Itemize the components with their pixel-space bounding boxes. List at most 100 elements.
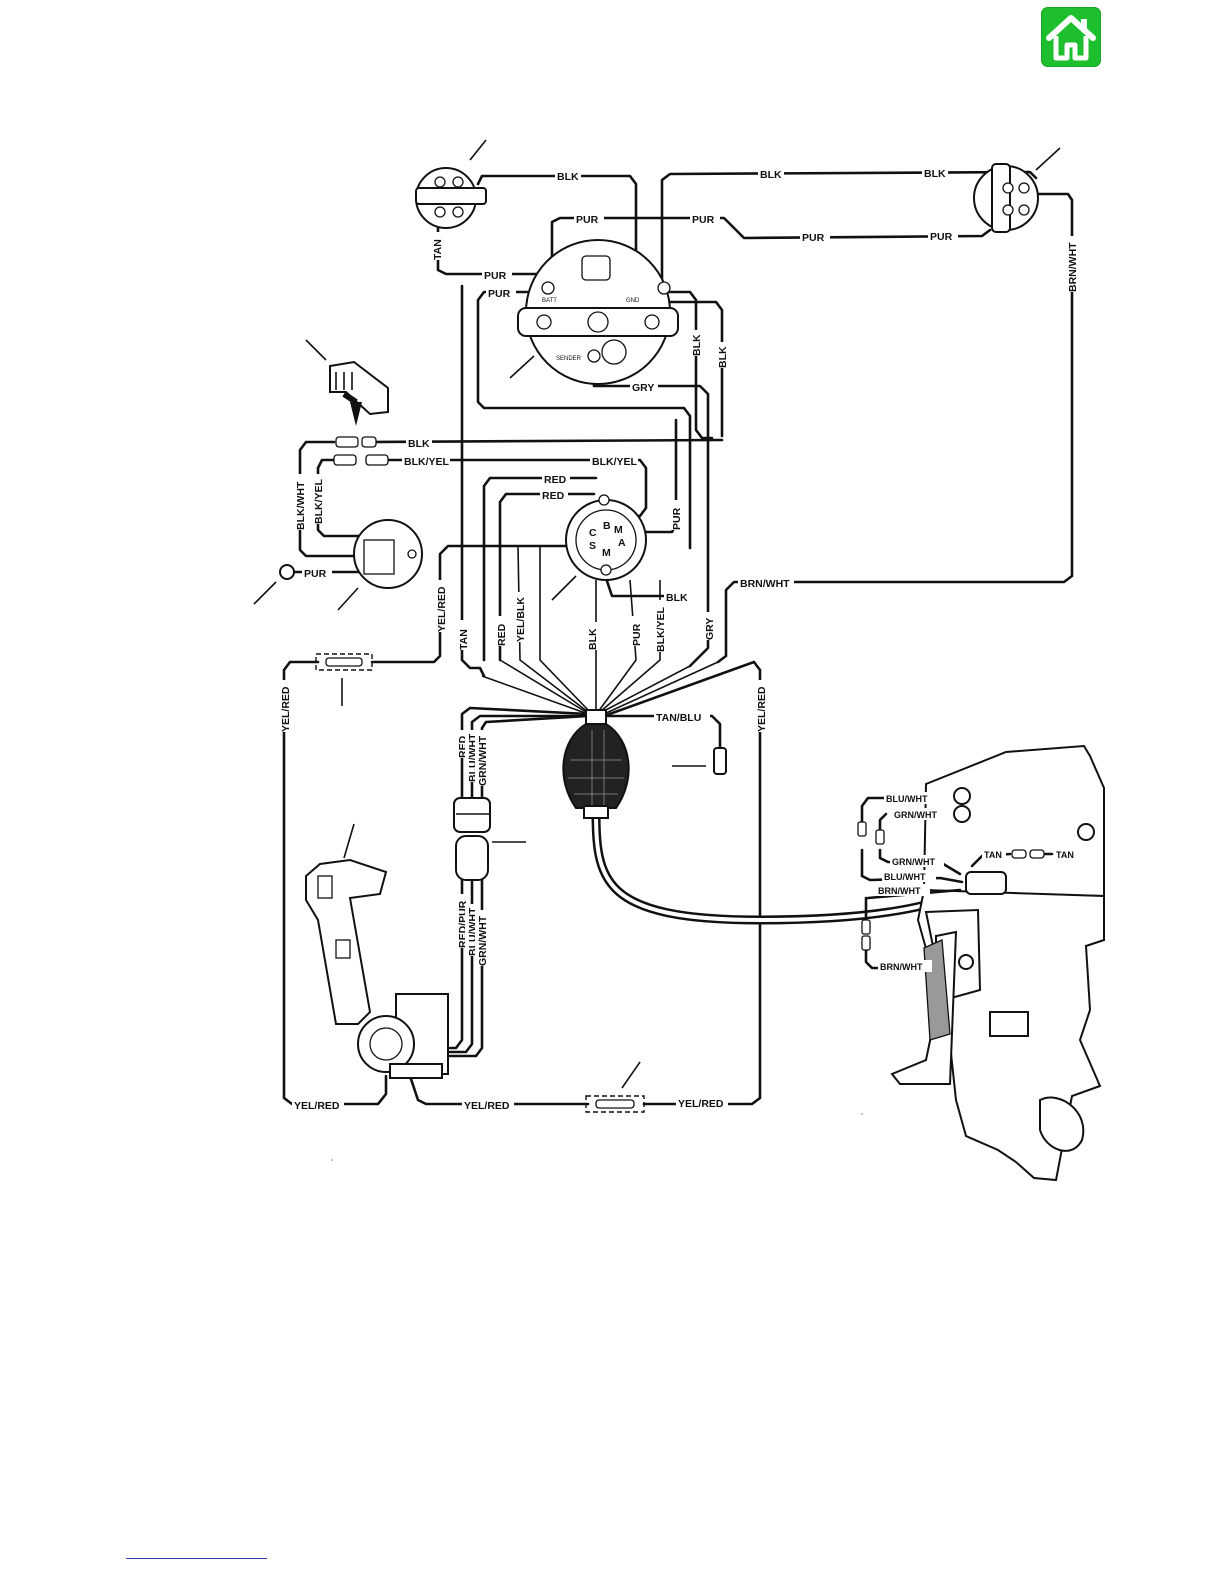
trim-connector [453, 797, 526, 881]
label-grn-wht-trim: GRN/WHT [477, 735, 489, 786]
fuel-gauge: BATT GND SENDER [509, 239, 679, 385]
switch-label-s: S [589, 540, 596, 552]
wire-trim-blu2 [448, 878, 474, 1054]
switch-label-c: C [589, 527, 597, 539]
label-gry-v: GRY [704, 618, 716, 640]
wire-tan-vertical [460, 284, 486, 678]
label-pur-horn: PUR [304, 568, 327, 580]
label-blk-switch: BLK [666, 592, 688, 604]
label-blu-wht-eng1: BLU/WHT [886, 794, 928, 804]
tachometer [415, 139, 487, 229]
tan-blu-connector [672, 747, 727, 775]
label-brn-wht-eng2: BRN/WHT [880, 962, 923, 972]
label-blk-yel-v: BLK/YEL [655, 606, 667, 652]
wire-labels: BLK BLK BLK PUR PUR PUR PUR PUR PUR TAN … [277, 166, 1080, 1112]
label-pur-v: PUR [631, 623, 643, 646]
warning-horn [253, 519, 423, 611]
label-yel-red-bottom2: YEL/RED [464, 1100, 510, 1112]
wire-brn-wht-right [716, 192, 1074, 664]
label-blk-v: BLK [587, 628, 599, 650]
label-grn-wht-eng2: GRN/WHT [892, 857, 935, 867]
label-blk-wht-left: BLK/WHT [295, 481, 307, 530]
fuse-holders [315, 653, 645, 1113]
wire-bundle-f [597, 579, 637, 713]
label-yel-red-bottom3: YEL/RED [678, 1098, 724, 1110]
label-blk-conn: BLK [408, 438, 430, 450]
label-pur-vertical: PUR [671, 507, 683, 530]
label-pur-right2: PUR [930, 231, 953, 243]
label-yel-red-left: YEL/RED [280, 686, 292, 732]
fuel-gauge-sender-label: SENDER [556, 356, 582, 362]
outboard-engine [857, 744, 1105, 1182]
heat-sink-clip [305, 339, 389, 426]
label-blk-yel-top: BLK/YEL [592, 456, 638, 468]
engine-wire-blu-wht1 [860, 796, 886, 824]
scan-dot-2 [861, 1113, 863, 1115]
switch-label-m-bottom: M [602, 547, 611, 559]
gauge-top-right [973, 147, 1061, 233]
wire-blk-top-right [660, 170, 1038, 292]
label-blk-gauge2: BLK [717, 346, 729, 368]
label-blu-wht-eng2: BLU/WHT [884, 872, 926, 882]
wire-bundle-d [539, 546, 591, 713]
label-gry-gauge: GRY [632, 382, 654, 394]
fuel-gauge-gnd-label: GND [626, 298, 640, 304]
label-blk-top-right: BLK [924, 168, 946, 180]
label-tan-tach: TAN [432, 239, 444, 260]
home-icon [1046, 15, 1096, 61]
label-grn-wht-trim2: GRN/WHT [477, 915, 489, 966]
engine-wire-grn-wht1 [878, 812, 888, 832]
label-pur-top2: PUR [692, 214, 715, 226]
wire-bundle-b [499, 659, 587, 713]
label-blk-gauge1: BLK [691, 334, 703, 356]
wire-yel-red-left [282, 660, 388, 1106]
label-grn-wht-eng1: GRN/WHT [894, 810, 937, 820]
label-yel-red-bottom1: YEL/RED [294, 1100, 340, 1112]
wire-blk-gauge1 [666, 290, 714, 440]
label-pur-tach: PUR [484, 270, 507, 282]
switch-label-m-top: M [614, 524, 623, 536]
label-blk-yel-left: BLK/YEL [313, 478, 325, 524]
harness-plug [562, 709, 630, 819]
label-tan-v: TAN [458, 629, 470, 650]
engine-wire-blu-wht2 [860, 848, 964, 884]
wire-bundle-i [603, 661, 719, 715]
label-yel-red-right: YEL/RED [756, 686, 768, 732]
label-blk-yel-conn: BLK/YEL [404, 456, 450, 468]
switch-label-a: A [618, 537, 626, 549]
remote-control [305, 823, 449, 1079]
wire-yel-red-right [602, 660, 762, 1106]
label-yel-blk-v: YEL/BLK [515, 597, 527, 642]
ignition-switch: B C M S A M [551, 494, 647, 601]
label-brn-wht-mid: BRN/WHT [740, 578, 790, 590]
wire-blk-top-left [476, 174, 638, 284]
wire-bundle-c [517, 545, 589, 713]
connectors [333, 436, 389, 466]
label-pur-left: PUR [488, 288, 511, 300]
home-button[interactable] [1041, 7, 1101, 67]
wire-blk-switch [604, 576, 668, 598]
label-pur-top: PUR [576, 214, 599, 226]
footer-link-underline[interactable] [126, 1558, 267, 1559]
label-tan-eng1: TAN [984, 850, 1002, 860]
label-red-v: RED [496, 623, 508, 646]
label-red2: RED [542, 490, 565, 502]
wire-bundle-h [601, 665, 691, 713]
label-brn-wht-right: BRN/WHT [1067, 242, 1079, 292]
label-blk-top-left: BLK [557, 171, 579, 183]
fuel-gauge-batt-label: BATT [542, 298, 557, 304]
wire-pur-left-loop [476, 290, 692, 550]
label-pur-right1: PUR [802, 232, 825, 244]
label-yel-red-v1: YEL/RED [436, 586, 448, 632]
label-red1: RED [544, 474, 567, 486]
wire-tan-tach [436, 218, 550, 276]
scan-dot [331, 1159, 333, 1161]
label-brn-wht-eng1: BRN/WHT [878, 886, 921, 896]
switch-label-b: B [603, 520, 611, 532]
wire-blk-gauge2 [666, 300, 724, 438]
engine-wire-grn-wht2 [878, 848, 962, 876]
label-tan-blu: TAN/BLU [656, 712, 701, 724]
label-tan-eng2: TAN [1056, 850, 1074, 860]
wire-bundle-a [481, 675, 589, 715]
